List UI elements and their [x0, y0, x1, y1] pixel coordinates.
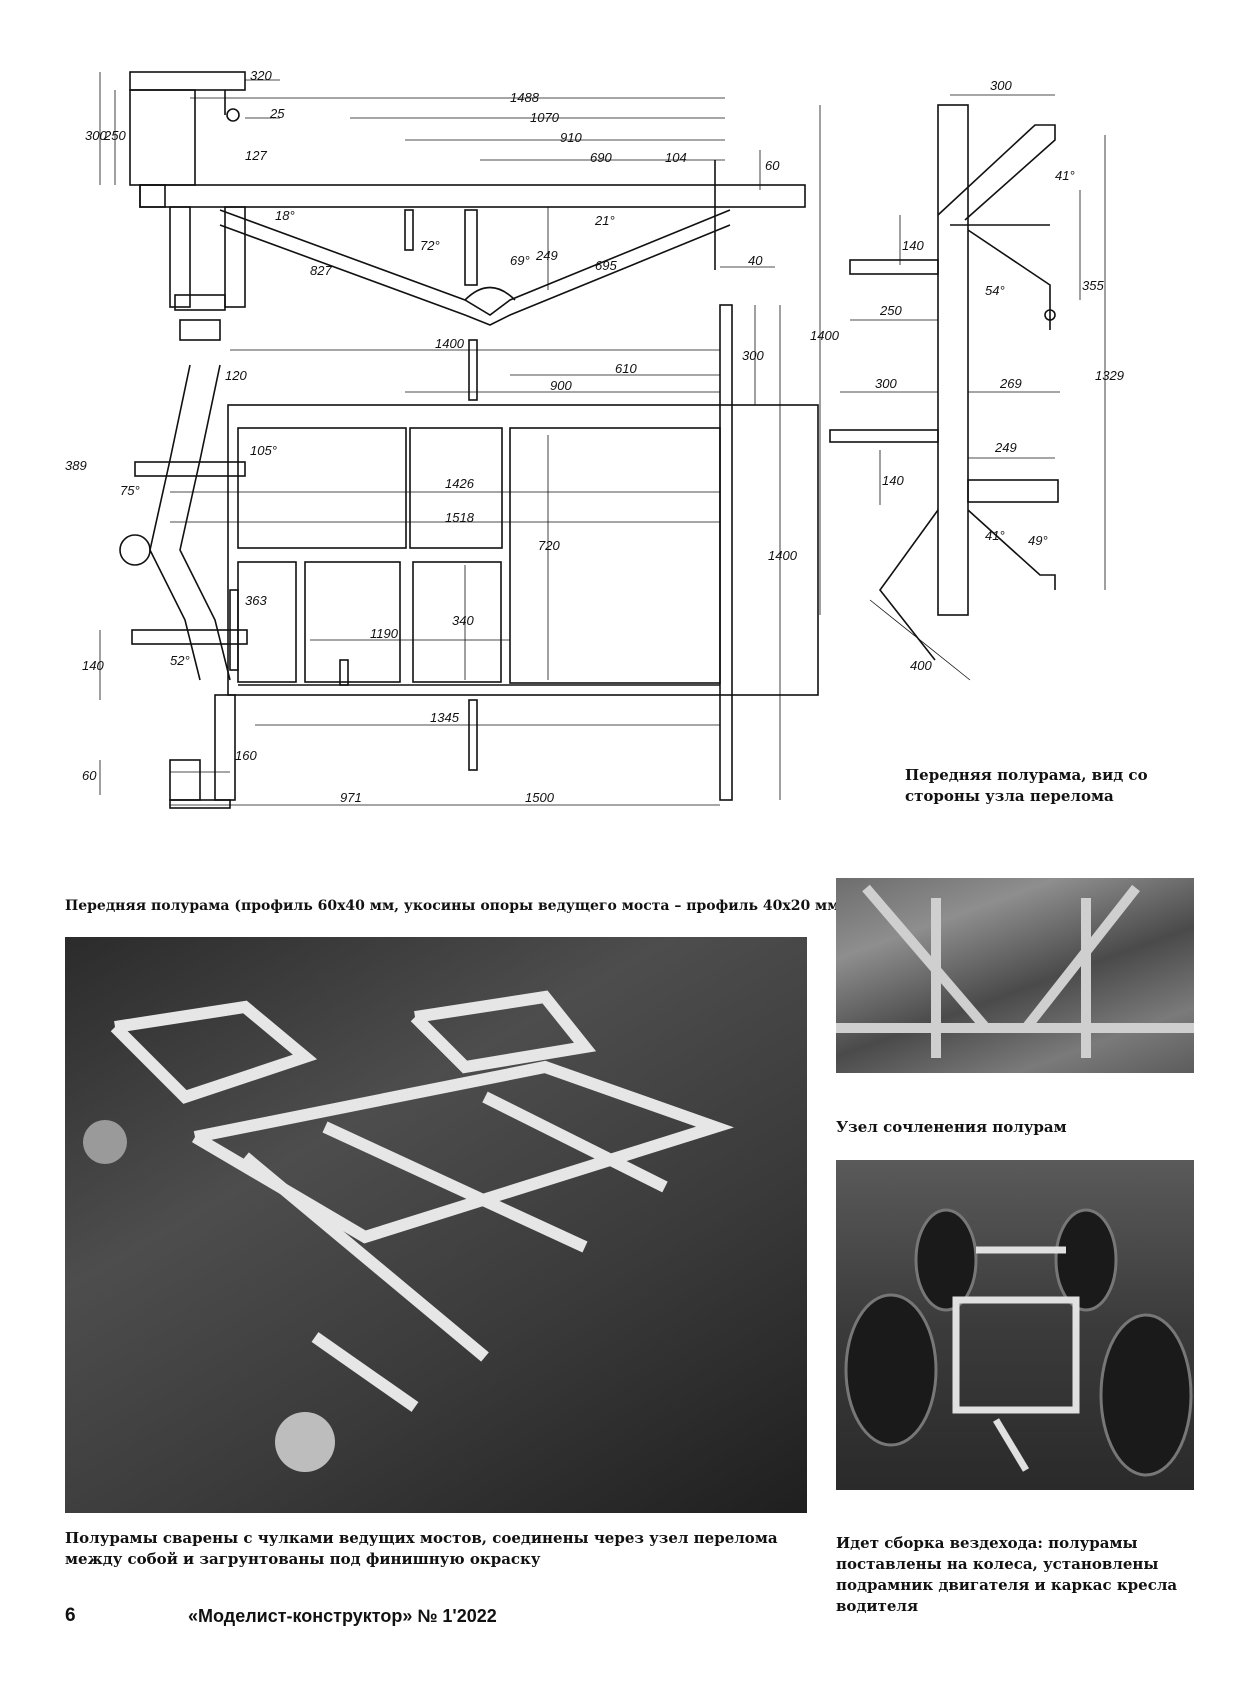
side-view-drawing: 300 41° 140 355 54° 250 1400 300 269 132… — [810, 78, 1124, 681]
dim-label: 49° — [1028, 533, 1048, 548]
dim-label: 695 — [595, 258, 617, 273]
dim-label: 827 — [310, 263, 332, 278]
dim-label: 900 — [550, 378, 572, 393]
dim-label: 140 — [82, 658, 104, 673]
caption-side-view: Передняя полурама, вид со стороны узла п… — [905, 766, 1148, 805]
dim-label: 400 — [910, 658, 932, 673]
dim-label: 971 — [340, 790, 362, 805]
dim-label: 249 — [535, 248, 558, 263]
dim-label: 52° — [170, 653, 190, 668]
dim-label: 389 — [65, 458, 87, 473]
dim-label: 140 — [902, 238, 924, 253]
dim-label: 75° — [120, 483, 140, 498]
dim-label: 1400 — [810, 328, 840, 343]
dim-label: 105° — [250, 443, 277, 458]
caption-joint-photo: Узел сочленения полурам — [836, 1118, 1067, 1136]
dim-label: 250 — [879, 303, 902, 318]
dim-label: 41° — [985, 528, 1005, 543]
caption-welded-photo: Полурамы сварены с чулками ведущих мосто… — [65, 1529, 778, 1568]
dim-label: 340 — [452, 613, 474, 628]
page-number: 6 — [65, 1605, 76, 1626]
dim-label: 1488 — [510, 90, 540, 105]
dim-label: 54° — [985, 283, 1005, 298]
dim-label: 60 — [82, 768, 97, 783]
dim-label: 18° — [275, 208, 295, 223]
dim-label: 1518 — [445, 510, 475, 525]
dim-label: 300 — [875, 376, 897, 391]
welded-frames-photo — [65, 937, 807, 1513]
dim-label: 1500 — [525, 790, 555, 805]
dim-label: 1070 — [530, 110, 560, 125]
dim-label: 69° — [510, 253, 530, 268]
dim-label: 1426 — [445, 476, 475, 491]
dim-label: 1190 — [370, 626, 399, 641]
dim-label: 300 — [742, 348, 764, 363]
dim-label: 300 — [990, 78, 1012, 93]
dim-label: 140 — [882, 473, 904, 488]
dim-label: 72° — [420, 238, 440, 253]
dim-label: 127 — [245, 148, 267, 163]
dim-label: 250 — [103, 128, 126, 143]
dim-label: 41° — [1055, 168, 1075, 183]
dim-label: 1400 — [435, 336, 465, 351]
dim-label: 1329 — [1095, 368, 1124, 383]
dim-label: 160 — [235, 748, 257, 763]
dim-label: 25 — [269, 106, 285, 121]
dim-label: 910 — [560, 130, 582, 145]
magazine-title: «Моделист-конструктор» № 1'2022 — [188, 1606, 497, 1626]
dim-label: 320 — [250, 68, 272, 83]
joint-photo — [836, 878, 1194, 1073]
dim-label: 300 — [85, 128, 107, 143]
dim-label: 120 — [225, 368, 247, 383]
dim-label: 363 — [245, 593, 267, 608]
main-frame-drawing: 320 25 1488 1070 910 690 104 60 127 18° … — [65, 68, 819, 809]
dim-label: 355 — [1082, 278, 1104, 293]
caption-main-drawing: Передняя полурама (профиль 60х40 мм, уко… — [65, 898, 847, 914]
assembly-photo — [836, 1160, 1194, 1490]
dim-label: 104 — [665, 150, 687, 165]
dim-label: 249 — [994, 440, 1017, 455]
dim-label: 60 — [765, 158, 780, 173]
caption-assembly-photo: Идет сборка вездехода: полурамы поставле… — [836, 1534, 1178, 1615]
dim-label: 720 — [538, 538, 560, 553]
dim-label: 1345 — [430, 710, 460, 725]
dim-label: 21° — [594, 213, 615, 228]
dim-label: 269 — [999, 376, 1022, 391]
dim-label: 1400 — [768, 548, 798, 563]
dim-label: 610 — [615, 361, 637, 376]
dim-label: 690 — [590, 150, 612, 165]
dim-label: 40 — [748, 253, 763, 268]
